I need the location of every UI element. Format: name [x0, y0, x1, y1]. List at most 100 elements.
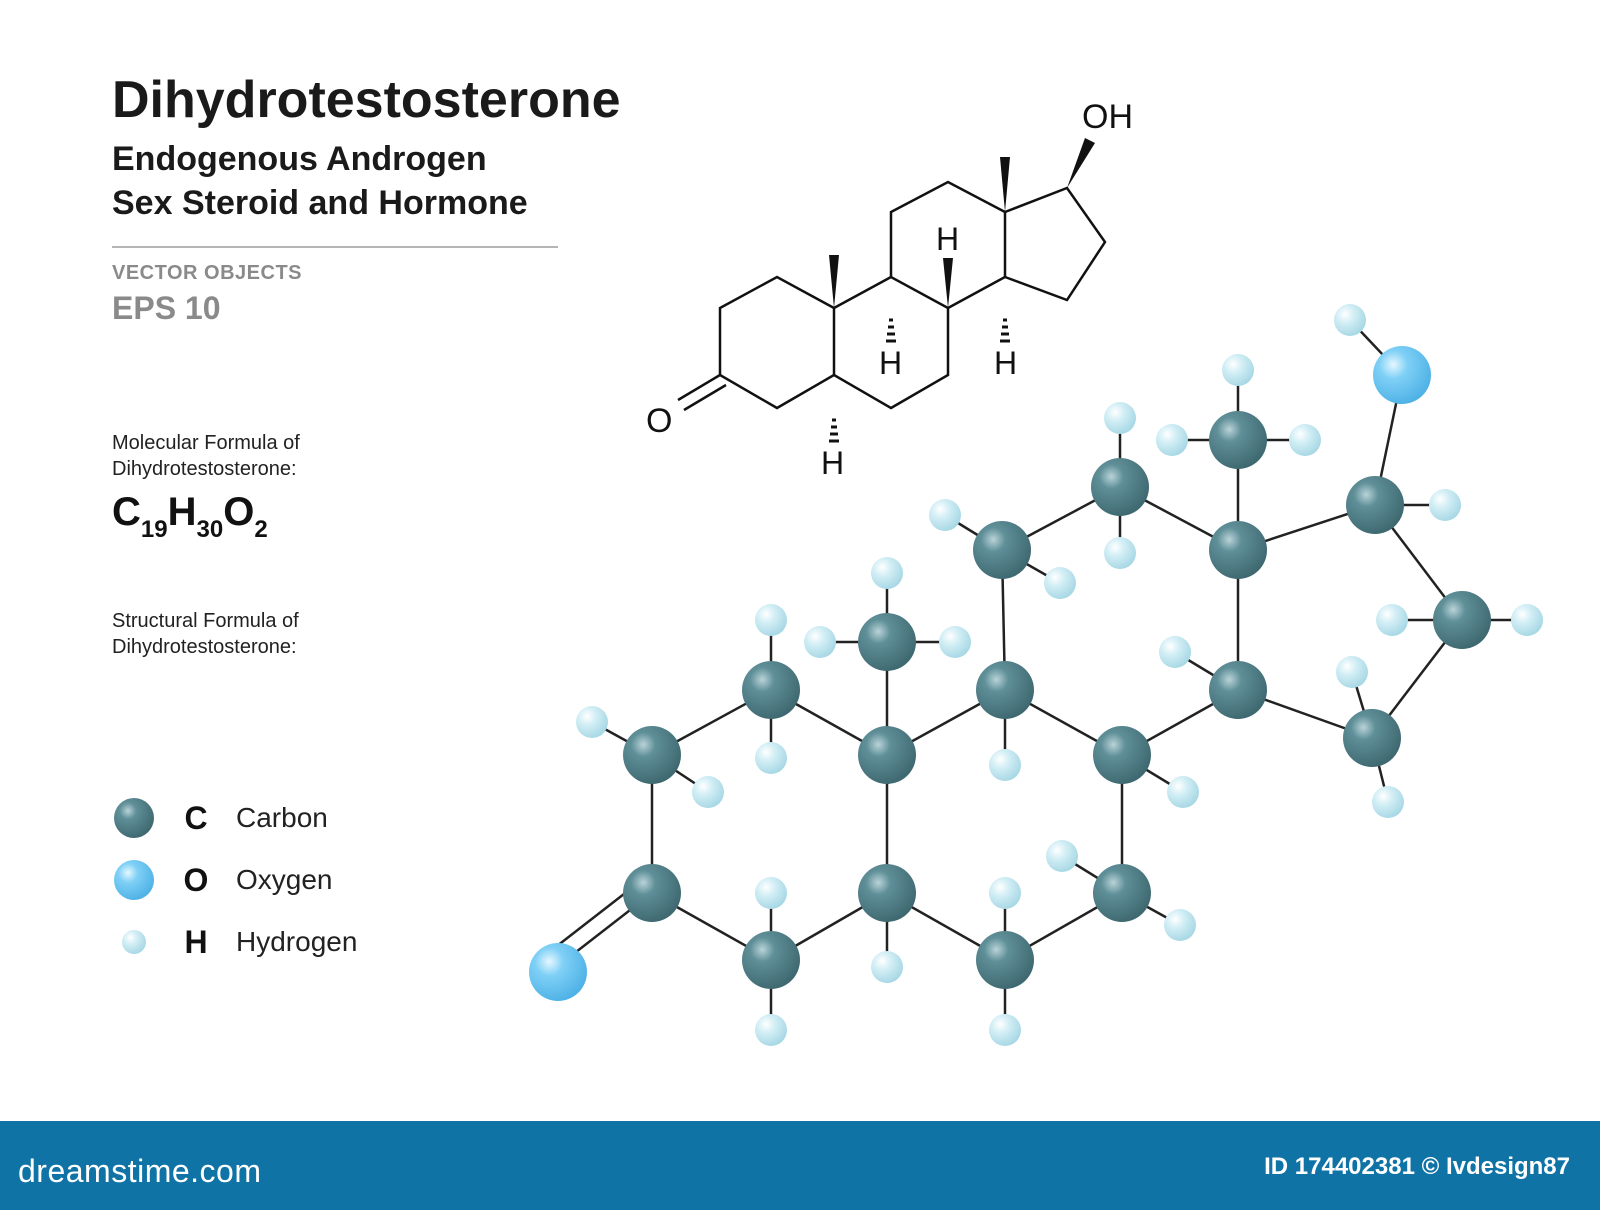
oh-label: OH	[1082, 98, 1133, 136]
legend-item-hydrogen: H Hydrogen	[112, 920, 357, 964]
page-title: Dihydrotestosterone	[112, 71, 621, 129]
carbon-atom	[1346, 476, 1404, 534]
skeletal-bonds	[677, 180, 1107, 412]
carbon-atom	[1343, 709, 1401, 767]
legend-item-carbon: C Carbon	[112, 796, 328, 840]
carbon-atom	[858, 726, 916, 784]
hydrogen-atom	[871, 951, 903, 983]
hydrogen-atom	[692, 776, 724, 808]
hydrogen-atom-icon	[112, 920, 156, 964]
carbon-atom	[1209, 521, 1267, 579]
structural-caption-line-1: Structural Formula of	[112, 610, 299, 632]
legend-symbol-hydrogen: H	[184, 923, 208, 960]
formula-h: H	[167, 490, 197, 534]
formula-o: O	[223, 490, 255, 534]
divider	[112, 246, 558, 248]
carbon-atom	[623, 864, 681, 922]
hydrogen-atom	[1334, 304, 1366, 336]
hydrogen-atom	[939, 626, 971, 658]
oxygen-atoms	[529, 346, 1431, 1001]
methyl-wedge-c13	[1000, 157, 1010, 212]
hydrogen-atom	[1104, 537, 1136, 569]
legend-name-oxygen: Oxygen	[236, 864, 333, 895]
subtitle-endogenous-androgen: Endogenous Androgen	[112, 140, 487, 178]
hydrogen-atom	[1222, 354, 1254, 386]
hydrogen-atom	[989, 749, 1021, 781]
carbon-atom	[858, 864, 916, 922]
hydrogen-atom	[1511, 604, 1543, 636]
formula-o-count: 2	[254, 516, 268, 543]
carbon-atom	[1209, 411, 1267, 469]
hydrogen-atom	[1429, 489, 1461, 521]
formula-h-count: 30	[196, 516, 224, 543]
hydrogen-atom	[1336, 656, 1368, 688]
footer-bar	[0, 1121, 1600, 1210]
oxygen-atom-ketone	[529, 943, 587, 1001]
hydrogen-atom	[871, 557, 903, 589]
carbon-atom	[742, 931, 800, 989]
carbon-atom	[742, 661, 800, 719]
footer-image-id: ID 174402381 © Ivdesign87	[1264, 1153, 1570, 1180]
legend-symbol-carbon: C	[184, 799, 208, 836]
eps-label: EPS 10	[112, 290, 221, 326]
oh-wedge	[1067, 138, 1095, 188]
carbon-atom	[976, 931, 1034, 989]
oxygen-atom-hydroxyl	[1373, 346, 1431, 404]
ball-and-stick-model	[529, 304, 1543, 1046]
hydrogen-atom	[755, 604, 787, 636]
legend-symbol-oxygen: O	[183, 861, 209, 898]
hydrogen-atom	[1159, 636, 1191, 668]
oxygen-atom-icon	[112, 858, 156, 902]
hydrogen-atom	[1372, 786, 1404, 818]
hydrogen-atoms	[576, 304, 1543, 1046]
hydrogen-atom	[1046, 840, 1078, 872]
legend-name-carbon: Carbon	[236, 802, 328, 833]
vector-objects-label: VECTOR OBJECTS	[112, 262, 302, 284]
hydrogen-atom	[1044, 567, 1076, 599]
model-bonds	[547, 319, 1527, 1030]
carbon-atom	[973, 521, 1031, 579]
structural-caption-line-2: Dihydrotestosterone:	[112, 636, 297, 658]
carbon-atom-icon	[112, 796, 156, 840]
carbon-atom	[1433, 591, 1491, 649]
carbon-atom	[1091, 458, 1149, 516]
carbon-atom	[1093, 864, 1151, 922]
hydrogen-atom	[1167, 776, 1199, 808]
hydrogen-atom	[989, 1014, 1021, 1046]
hydrogen-atom	[1376, 604, 1408, 636]
footer-brand[interactable]: dreamstime.com	[18, 1153, 262, 1189]
hydrogen-atom	[804, 626, 836, 658]
carbon-atom	[1209, 661, 1267, 719]
methyl-wedge-c10	[829, 255, 839, 308]
h-label-c5: H	[821, 445, 844, 481]
legend-item-oxygen: O Oxygen	[112, 858, 333, 902]
hydrogen-atom	[989, 877, 1021, 909]
molecular-caption-line-2: Dihydrotestosterone:	[112, 458, 297, 480]
hydrogen-atom	[1156, 424, 1188, 456]
hydrogen-atom	[1164, 909, 1196, 941]
h-label-c9: H	[879, 345, 902, 381]
structural-formula-caption: Structural Formula of Dihydrotestosteron…	[112, 608, 299, 660]
carbon-atom	[976, 661, 1034, 719]
molecular-formula: C19H30O2	[112, 490, 268, 544]
carbon-atom	[623, 726, 681, 784]
h-label-c14: H	[994, 345, 1017, 381]
subtitle-sex-steroid: Sex Steroid and Hormone	[112, 184, 528, 222]
hydrogen-atom	[929, 499, 961, 531]
hydrogen-atom	[755, 742, 787, 774]
hydrogen-atom	[755, 877, 787, 909]
skeletal-formula: OH O H H H H	[646, 98, 1133, 481]
carbon-atoms	[623, 411, 1491, 989]
molecular-caption-line-1: Molecular Formula of	[112, 432, 300, 454]
formula-c-count: 19	[140, 516, 168, 543]
molecular-formula-caption: Molecular Formula of Dihydrotestosterone…	[112, 430, 300, 482]
hydrogen-atom	[1289, 424, 1321, 456]
h-wedge-c8	[943, 258, 953, 308]
formula-c: C	[112, 490, 141, 534]
carbon-atom	[858, 613, 916, 671]
hydrogen-atom	[1104, 402, 1136, 434]
carbon-atom	[1093, 726, 1151, 784]
h-label-c8: H	[936, 221, 959, 257]
hashed-bonds	[829, 318, 1010, 443]
ketone-o-label: O	[646, 402, 672, 440]
